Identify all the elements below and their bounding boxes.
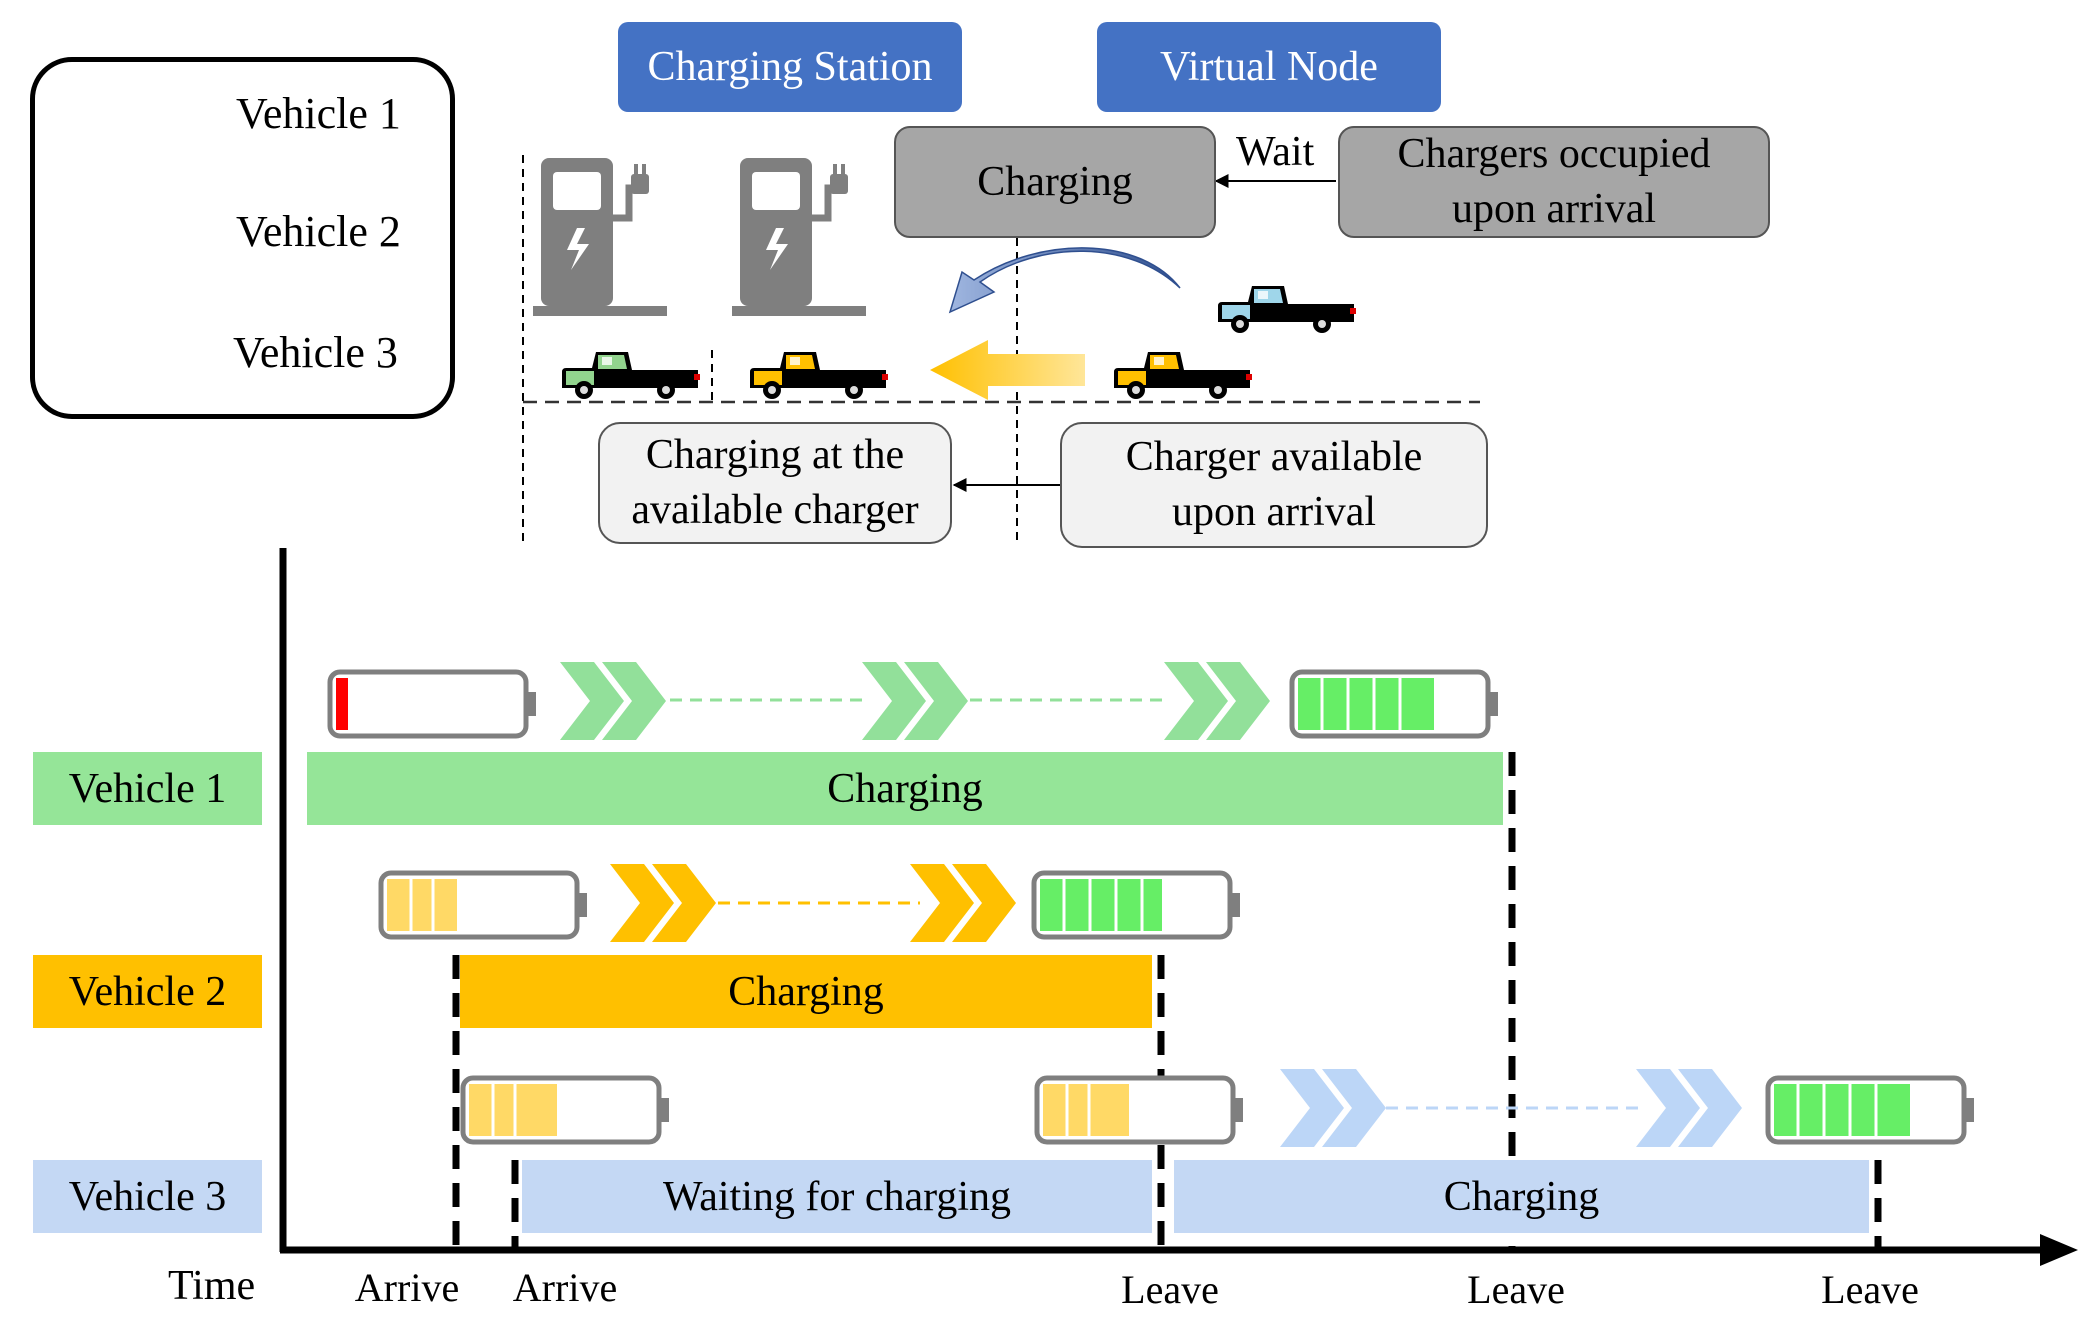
row-label-vehicle-1: Vehicle 1 [33,752,262,825]
arriving-truck-2-icon [1114,352,1252,399]
wait-to-charge-arrow-icon [948,247,1181,314]
direct-charge-arrow-icon [930,340,1085,400]
charging-available-box: Charging at the available charger [598,422,952,544]
charger-pump-1-icon [533,158,667,316]
tick-arrive-1: Arrive [354,1265,460,1310]
charging-box: Charging [894,126,1216,238]
wait-label: Wait [1236,129,1315,175]
arriving-truck-3-icon [1218,286,1356,333]
v3-charging-bar: Charging [1174,1160,1869,1233]
chevrons-v3-icon [1280,1069,1742,1147]
virtual-node-header: Virtual Node [1097,22,1441,112]
charger-available-box: Charger available upon arrival [1060,422,1488,548]
legend-label-vehicle-3: Vehicle 3 [233,328,398,377]
battery-v1-empty-icon [327,669,536,739]
tick-arrive-2: Arrive [512,1265,618,1310]
battery-v2-full-icon [1031,870,1240,940]
battery-v3-waiting-icon [1034,1075,1243,1145]
v3-waiting-bar: Waiting for charging [522,1160,1152,1233]
battery-v2-low-icon [378,870,587,940]
v1-charging-bar: Charging [307,752,1503,825]
legend-box [30,57,455,419]
row-label-vehicle-3: Vehicle 3 [33,1160,262,1233]
tick-leave-2: Leave [1467,1267,1565,1312]
v2-charging-bar: Charging [460,955,1152,1028]
time-axis-label: Time [168,1263,256,1309]
chevrons-v2-icon [610,864,1016,942]
row-label-vehicle-2: Vehicle 2 [33,955,262,1028]
charger-pump-2-icon [732,158,866,316]
station-truck-1-icon [562,352,700,399]
tick-leave-3: Leave [1821,1267,1919,1312]
battery-v1-full-icon [1289,669,1498,739]
chargers-occupied-box: Chargers occupied upon arrival [1338,126,1770,238]
station-truck-2-icon [750,352,888,399]
charging-station-header: Charging Station [618,22,962,112]
legend-label-vehicle-1: Vehicle 1 [236,89,401,138]
tick-leave-1: Leave [1121,1267,1219,1312]
legend-label-vehicle-2: Vehicle 2 [236,207,401,256]
battery-v3-low-icon [460,1075,669,1145]
chevrons-v1-icon [560,662,1270,740]
battery-v3-full-icon [1765,1075,1974,1145]
